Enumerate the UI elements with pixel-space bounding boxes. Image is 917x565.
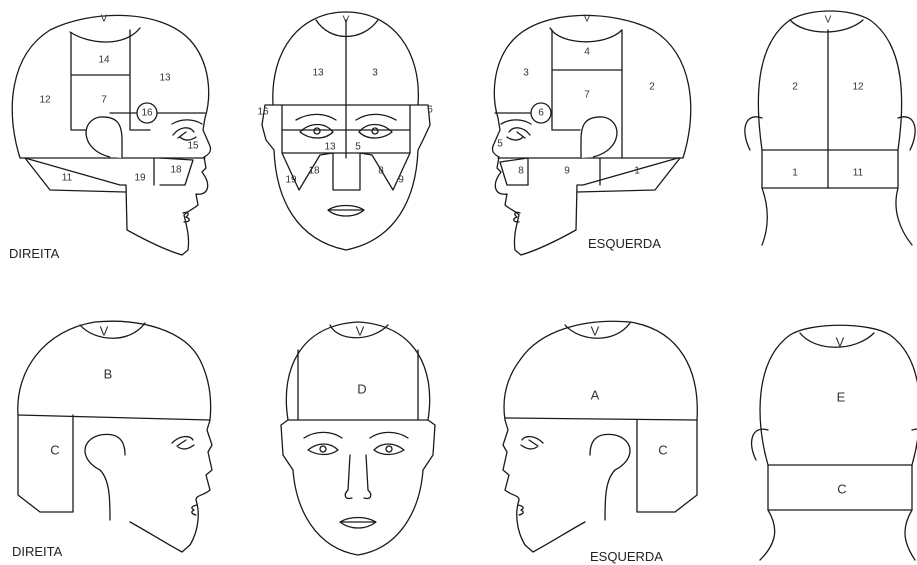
crown-cap [550,28,622,42]
zone-label: V [101,14,108,25]
pupil-right [372,128,378,134]
zone-label: 1 [792,168,798,179]
neck [760,510,915,560]
zone-label: 9 [398,175,404,186]
zone-label: V [343,15,350,26]
eye-left [300,125,333,139]
zone-label: 11 [853,168,864,179]
ear [85,434,125,520]
lips [518,505,523,515]
zone-label: 13 [324,142,336,153]
eye [172,437,194,449]
head-back-zones: V 2 12 1 11 [745,11,915,245]
eye [173,128,196,140]
zone-label: 19 [285,175,297,186]
pupil-right [386,446,392,452]
zone-label: 19 [134,173,146,184]
head-left-profile-zones: V 4 3 2 7 6 5 8 9 1 [492,14,690,255]
zone-label: 5 [355,142,361,153]
zone-label: 3 [372,68,378,79]
zone-label: 7 [584,90,590,101]
zone-c-block [18,415,73,512]
zone-label: 12 [852,82,864,93]
lips [192,505,197,515]
zone-label: 7 [101,95,107,106]
ear [581,117,617,158]
zone-lines [762,30,898,188]
ears [745,117,915,150]
zone-label: C [837,481,846,496]
zone-label: 9 [564,166,570,177]
zone-label: 6 [427,105,433,116]
neck-bottom [577,158,680,192]
zone-label: 3 [523,68,529,79]
nose [345,455,371,498]
zone-label: 2 [792,82,798,93]
zone-label: E [837,389,846,404]
zone-label: 16 [257,107,269,118]
eye [521,437,543,449]
zone-label: V [100,323,109,338]
zone-line [18,415,210,420]
zone-lines [25,30,205,185]
neck [762,188,912,245]
head-front-zones: V 13 3 16 6 13 5 19 18 8 9 [257,12,433,250]
eye [507,128,530,140]
zone-lines [273,20,418,158]
eye-right [359,125,392,139]
zone-label: A [591,387,600,402]
zone-label: 13 [159,73,171,84]
brow [172,120,202,124]
zone-label: V [591,323,600,338]
zone-label: 15 [187,141,199,152]
crown-cap [80,323,145,338]
pupil-left [314,128,320,134]
zone-label: 1 [634,166,640,177]
zone-label: 5 [497,139,503,150]
zone-label: B [104,366,113,381]
mouth [340,518,376,529]
zone-label: 6 [538,108,544,119]
zone-label: D [357,381,366,396]
zone-label: 8 [378,166,384,177]
head-outline [758,11,901,188]
caption-esquerda-top: ESQUERDA [588,236,661,251]
pupil-left [320,446,326,452]
zone-c-block [637,420,697,512]
mouth [328,206,364,217]
zone-line [505,418,697,420]
zone-label: 11 [62,173,73,184]
zone-label: 4 [584,47,590,58]
ear [590,434,630,520]
zone-label: V [825,15,832,26]
zone-label: 18 [170,165,182,176]
neck-bottom [25,158,125,192]
zone-label: V [836,334,845,349]
head-right-profile-regions: V B C [18,321,212,552]
caption-direita-bottom: DIREITA [12,544,63,559]
zone-label: C [658,442,667,457]
zone-label: 8 [518,166,524,177]
head-left-profile-regions: V A C [503,321,697,552]
zone-label: V [584,14,591,25]
zone-label: 2 [649,82,655,93]
zone-label: 16 [141,108,153,119]
zone-label: C [50,442,59,457]
head-front-regions: V D [281,322,435,555]
brows [304,432,408,438]
brow [501,120,531,124]
zone-label: 18 [308,166,320,177]
zone-label: 12 [39,95,51,106]
caption-esquerda-bottom: ESQUERDA [590,549,663,564]
head-back-regions: V E C [752,325,917,560]
caption-direita-top: DIREITA [9,246,60,261]
zone-label: 13 [312,68,324,79]
ears [752,429,917,460]
zone-label: V [356,323,365,338]
ear [86,117,122,158]
zone-8-triangle [500,158,528,185]
zone-label: 14 [98,55,110,66]
head-right-profile-zones: V 14 13 12 7 16 15 11 19 18 [12,14,210,255]
